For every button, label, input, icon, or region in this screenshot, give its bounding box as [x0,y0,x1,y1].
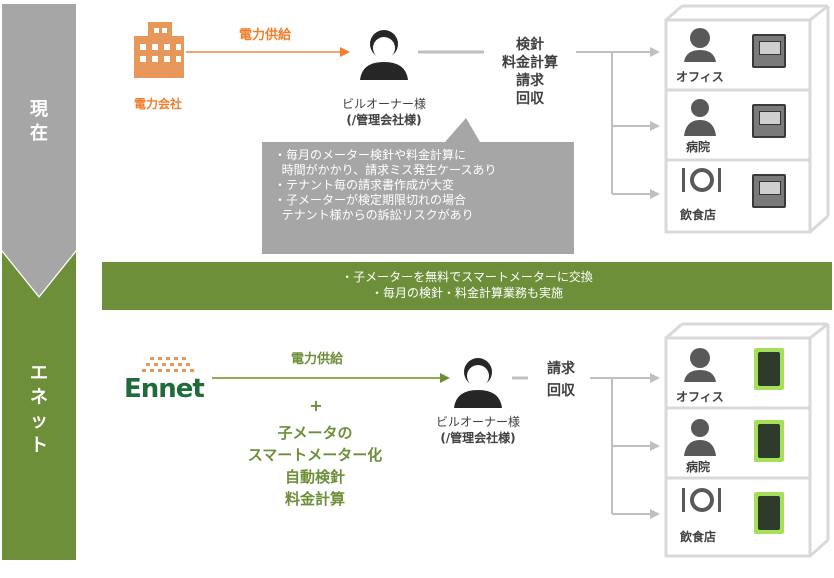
callout-line: テナント様からの訴訟リスクがあり [274,208,474,222]
building-current [664,4,830,234]
owner-label-ennet-1: ビルオーナー様 [435,415,520,429]
room-label-hospital: 病院 [686,140,711,154]
task-item: 回収 [547,383,575,399]
owner-icon-ennet [454,358,502,408]
task-list-ennet: 請求 回収 [530,358,592,402]
analog-meter-icon [752,34,786,68]
building-ennet [664,322,830,558]
service-item: 自動検針 [284,468,345,486]
callout-line: ・毎月のメーター検針や料金計算に [274,148,467,162]
task-item: 請求 [516,73,544,89]
supply-label-ennet: 電力供給 [290,352,343,367]
sidebar-label-current: 現 在 [30,99,48,144]
callout-line: 時間がかかり、請求ミス発生ケースあり [274,163,497,177]
service-item: 子メータの [277,424,353,442]
banner-line: ・子メーターを無料でスマートメーターに交換 [341,270,593,284]
solution-banner: ・子メーターを無料でスマートメーターに交換 ・毎月の検針・料金計算業務も実施 [102,262,832,310]
banner-line: ・毎月の検針・料金計算業務も実施 [370,286,563,300]
callout-line: ・子メーターが検定期限切れの場合 [274,193,467,207]
service-item: 料金計算 [284,490,345,508]
supply-label-current: 電力供給 [238,28,291,43]
smart-meter-icon [754,348,784,390]
problem-callout: ・毎月のメーター検針や料金計算に 時間がかかり、請求ミス発生ケースあり ・テナン… [262,142,574,254]
owner-label-ennet-2: (/管理会社様) [440,431,516,445]
owner-icon-current [360,30,408,80]
sidebar-label-ennet: エ ネ ッ ト [30,363,48,456]
ennet-services: 子メータの スマートメーター化 自動検針 料金計算 [220,422,410,510]
room-label-restaurant: 飲食店 [680,208,717,222]
room-label-hospital: 病院 [686,460,711,474]
smart-meter-icon [754,492,784,534]
task-item: 検針 [516,37,544,53]
room-label-restaurant: 飲食店 [680,530,717,544]
room-label-office: オフィス [676,70,724,84]
task-item: 請求 [547,361,575,377]
service-item: スマートメーター化 [247,446,383,464]
owner-label-current-1: ビルオーナー様 [341,97,426,111]
current-sidebar-arrow [2,4,76,296]
task-item: 回収 [516,91,544,107]
owner-label-current-2: (/管理会社様) [346,113,422,127]
task-list-current: 検針 料金計算 請求 回収 [484,36,576,108]
analog-meter-icon [752,174,786,208]
ennet-logo-text: Ennet [124,374,205,404]
ennet-logo-mark [142,357,194,372]
callout-line: ・テナント毎の請求書作成が大変 [274,178,455,192]
smart-meter-icon [754,420,784,462]
room-label-office: オフィス [676,390,724,404]
power-company-label: 電力会社 [133,97,182,111]
callout-pointer [445,118,480,142]
task-item: 料金計算 [502,55,558,71]
analog-meter-icon [752,104,786,138]
ennet-sidebar-bar [2,252,76,560]
plus-sign: + [309,396,323,415]
